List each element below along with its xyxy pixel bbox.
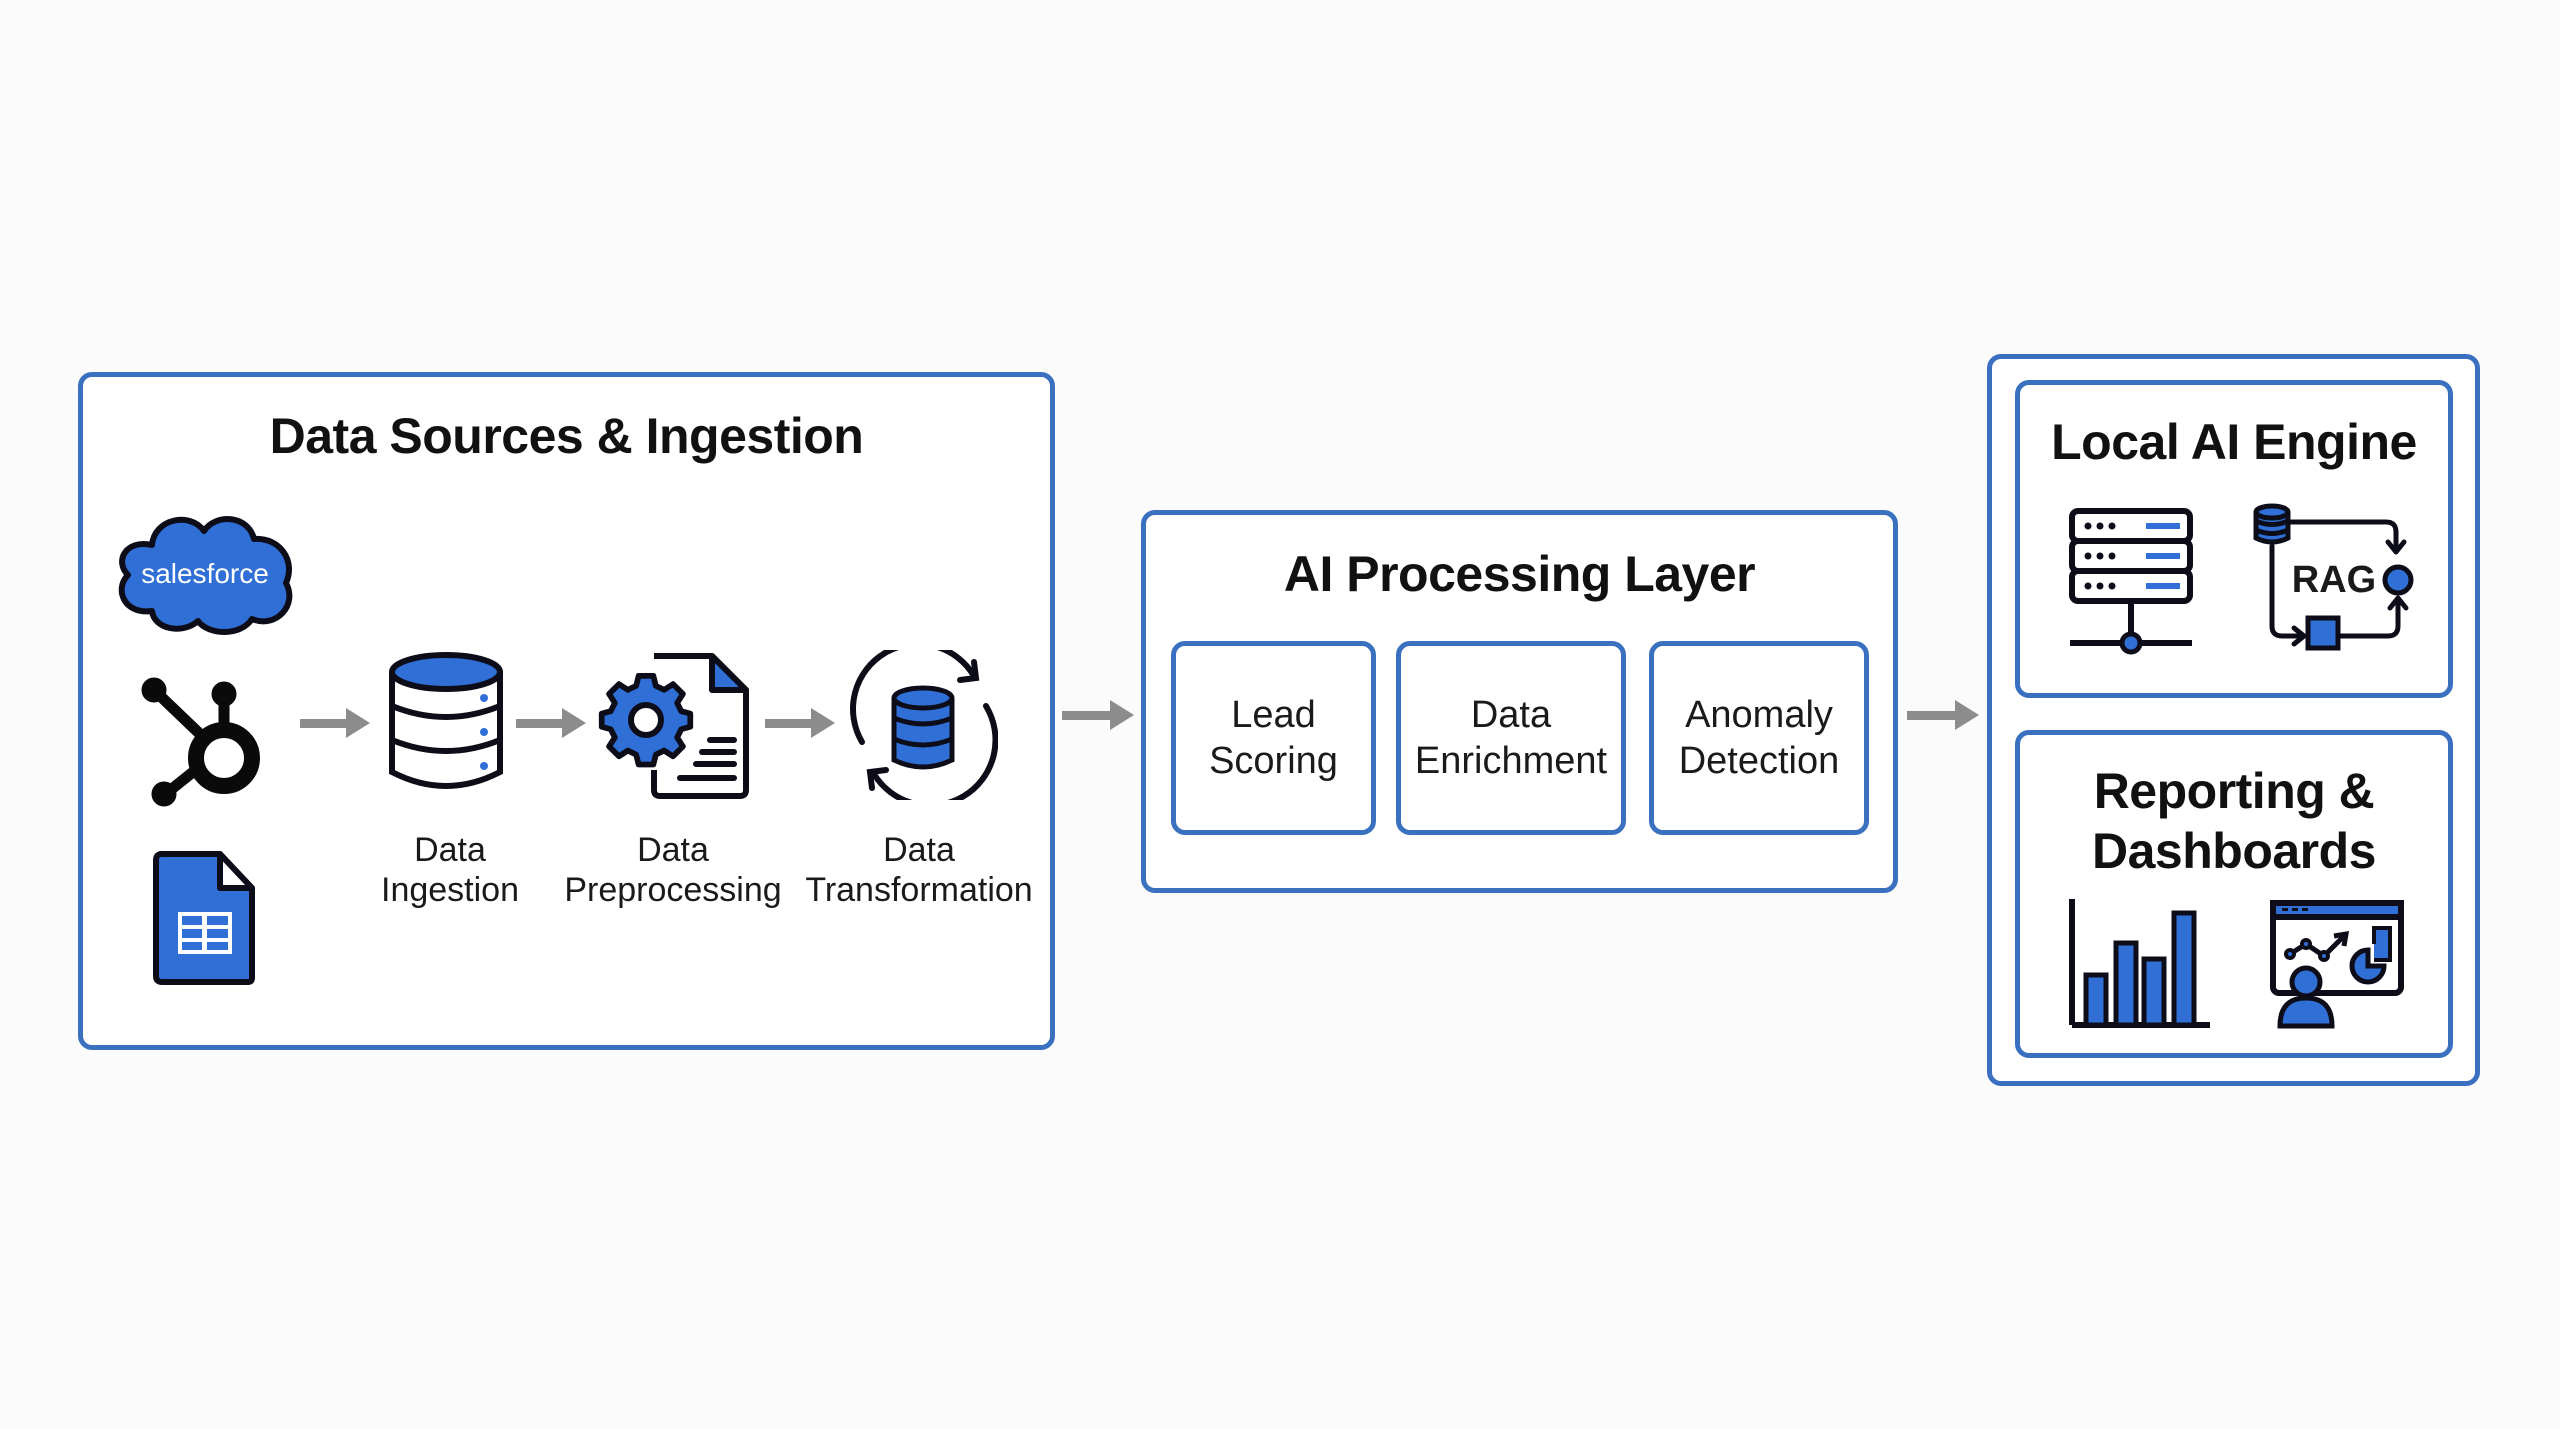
step-label-line: Data (637, 831, 709, 869)
salesforce-cloud-icon: salesforce (118, 516, 293, 635)
flow-arrow (300, 708, 370, 738)
bar-chart-icon (2069, 899, 2210, 1028)
panel-title-line: Reporting & (2093, 763, 2375, 819)
flow-arrow (1062, 700, 1134, 730)
rag-flow-icon: RAG (2253, 503, 2414, 651)
panel-title-line: Dashboards (2092, 823, 2376, 879)
step-label-line: Ingestion (381, 871, 519, 909)
flow-arrow (765, 708, 835, 738)
module-label-line: Anomaly (1685, 694, 1833, 736)
step-label-line: Preprocessing (564, 871, 782, 909)
step-label-ingestion: Data Ingestion (381, 830, 519, 910)
database-icon (389, 652, 503, 789)
panel-title: Local AI Engine (2051, 414, 2417, 470)
panel-title: AI Processing Layer (1283, 546, 1756, 602)
rag-label: RAG (2292, 559, 2376, 601)
step-label-line: Data (883, 831, 955, 869)
module-label-line: Detection (1678, 740, 1840, 782)
flow-arrow (516, 708, 586, 738)
step-label-line: Transformation (805, 871, 1033, 909)
step-label-transformation: Data Transformation (805, 830, 1032, 910)
salesforce-logo-text: salesforce (141, 558, 269, 589)
module-label-line: Data (1470, 694, 1552, 736)
database-sync-icon (850, 650, 998, 800)
module-label-line: Scoring (1209, 740, 1338, 782)
gear-document-icon (598, 653, 749, 799)
hubspot-icon (141, 677, 260, 807)
module-label-line: Enrichment (1414, 740, 1608, 782)
panel-title: Data Sources & Ingestion (269, 408, 864, 464)
dashboard-presenter-icon (2270, 900, 2404, 1029)
module-label-line: Lead (1231, 694, 1316, 736)
step-label-preprocessing: Data Preprocessing (564, 830, 781, 910)
server-stack-icon (2069, 508, 2193, 655)
step-label-line: Data (414, 831, 486, 869)
spreadsheet-icon (153, 851, 255, 985)
panel-title: Reporting & Dashboards (2020, 761, 2448, 881)
flow-arrow (1907, 700, 1979, 730)
